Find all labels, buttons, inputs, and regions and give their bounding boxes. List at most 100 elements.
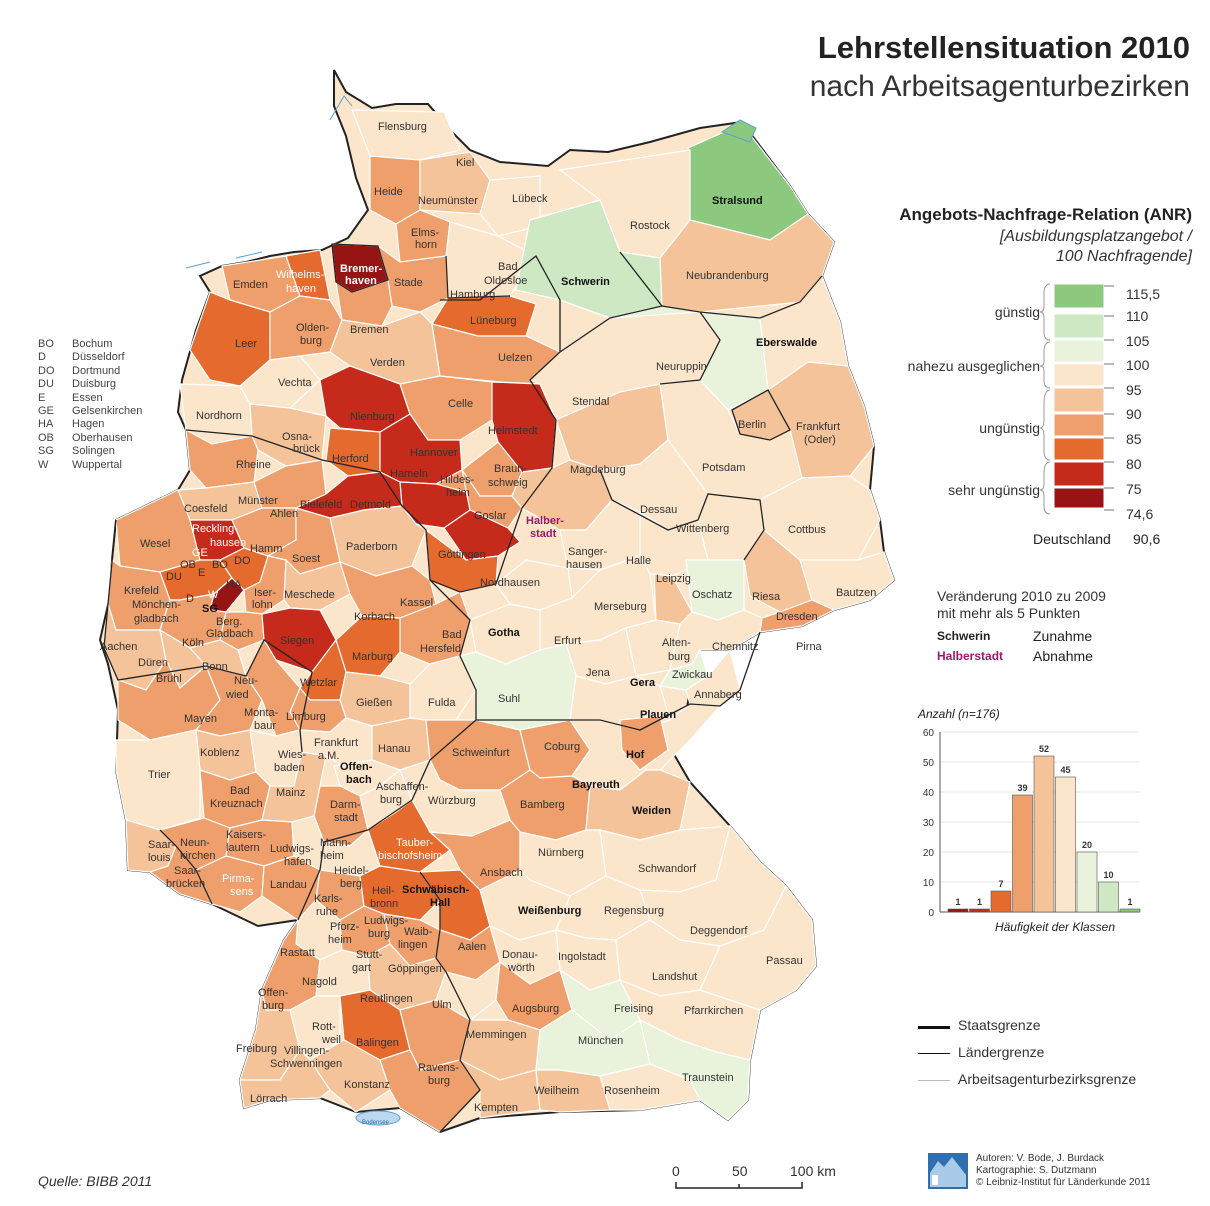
svg-text:Halber-: Halber- [526, 515, 564, 527]
staatsgrenze-line [918, 1026, 950, 1029]
svg-text:Hof: Hof [626, 749, 645, 761]
legend-subtitle-2: 100 Nachfragende] [1055, 248, 1192, 265]
legend-level-label: 90 [1126, 406, 1142, 422]
svg-text:Goslar: Goslar [474, 510, 507, 522]
svg-text:Lübeck: Lübeck [512, 193, 548, 205]
svg-text:burg: burg [380, 794, 402, 806]
svg-text:Braun-: Braun- [494, 463, 527, 475]
svg-text:Bad: Bad [442, 629, 462, 641]
svg-text:Celle: Celle [448, 398, 473, 410]
svg-text:Halle: Halle [626, 555, 651, 567]
change-title-line-2: mit mehr als 5 Punkten [937, 605, 1081, 621]
svg-text:Gladbach: Gladbach [206, 628, 253, 640]
svg-text:Verden: Verden [370, 357, 405, 369]
svg-text:(Oder): (Oder) [804, 434, 836, 446]
credits: Autoren: V. Bode, J. Burdack Kartographi… [976, 1153, 1151, 1189]
legend-level-label: 85 [1126, 431, 1142, 447]
svg-text:Heide: Heide [374, 186, 403, 198]
decrease-example: Halberstadt [937, 649, 1004, 663]
histogram-bar-label: 1 [1127, 897, 1132, 907]
histogram-ytick-label: 40 [923, 788, 935, 799]
svg-text:Sanger-: Sanger- [568, 546, 607, 558]
svg-text:Limburg: Limburg [286, 711, 326, 723]
histogram-bar [1098, 881, 1119, 913]
svg-text:Pirma-: Pirma- [222, 873, 255, 885]
svg-text:burg: burg [300, 335, 322, 347]
svg-text:Karls-: Karls- [314, 893, 343, 905]
svg-text:Paderborn: Paderborn [346, 541, 397, 553]
svg-text:ruhe: ruhe [316, 906, 338, 918]
svg-text:Osna-: Osna- [282, 431, 312, 443]
svg-text:Monta-: Monta- [244, 707, 279, 719]
histogram-bar-label: 45 [1060, 765, 1070, 775]
laender-borders [103, 243, 823, 1133]
svg-text:Bayreuth: Bayreuth [572, 779, 620, 791]
histogram-bar-label: 52 [1039, 744, 1049, 754]
svg-text:sens: sens [230, 886, 254, 898]
svg-text:SG: SG [202, 603, 218, 615]
svg-text:Bad: Bad [230, 785, 250, 797]
svg-text:Neu-: Neu- [234, 675, 258, 687]
histogram-bar-label: 1 [977, 897, 982, 907]
svg-text:Reutlingen: Reutlingen [360, 993, 413, 1005]
svg-text:Hamburg: Hamburg [450, 289, 495, 301]
svg-text:Ludwigs-: Ludwigs- [270, 843, 314, 855]
histogram-bar [947, 908, 969, 913]
svg-text:HA: HA [226, 579, 242, 591]
bodensee-lake [355, 1110, 401, 1126]
svg-text:burg: burg [262, 1000, 284, 1012]
svg-text:Leer: Leer [235, 338, 257, 350]
svg-text:gladbach: gladbach [134, 613, 179, 625]
svg-text:GE: GE [192, 547, 208, 559]
legend-level-label: 105 [1126, 333, 1150, 349]
credits-authors: Autoren: V. Bode, J. Burdack [976, 1153, 1105, 1164]
svg-text:stadt: stadt [334, 812, 358, 824]
svg-text:Göppingen: Göppingen [388, 963, 442, 975]
svg-text:bischofsheim: bischofsheim [378, 850, 442, 862]
svg-text:Plauen: Plauen [640, 709, 676, 721]
svg-text:Passau: Passau [766, 955, 803, 967]
svg-text:Düren: Düren [138, 657, 168, 669]
svg-text:schweig: schweig [488, 477, 528, 489]
svg-text:Kreuznach: Kreuznach [210, 798, 263, 810]
svg-text:Neubrandenburg: Neubrandenburg [686, 270, 769, 282]
svg-text:Coburg: Coburg [544, 741, 580, 753]
svg-text:baden: baden [274, 762, 305, 774]
svg-text:Balingen: Balingen [356, 1037, 399, 1049]
svg-text:Rostock: Rostock [630, 220, 670, 232]
histogram-ytick-label: 0 [928, 908, 934, 919]
svg-text:Bremer-: Bremer- [340, 263, 383, 275]
svg-text:louis: louis [148, 852, 171, 864]
svg-text:Landau: Landau [270, 879, 307, 891]
svg-text:Gera: Gera [630, 677, 656, 689]
svg-text:brück: brück [293, 443, 320, 455]
svg-text:50: 50 [732, 1163, 748, 1179]
svg-text:Kassel: Kassel [400, 597, 433, 609]
svg-text:Kempten: Kempten [474, 1102, 518, 1114]
svg-text:Weilheim: Weilheim [534, 1085, 579, 1097]
svg-text:Marburg: Marburg [352, 651, 393, 663]
svg-text:Saar-: Saar- [174, 865, 201, 877]
svg-text:brücken: brücken [166, 878, 205, 890]
svg-text:Bautzen: Bautzen [836, 587, 876, 599]
svg-text:Waib-: Waib- [404, 926, 433, 938]
svg-text:Stade: Stade [394, 277, 423, 289]
svg-text:Gotha: Gotha [488, 627, 521, 639]
svg-text:Neuruppin: Neuruppin [656, 361, 707, 373]
svg-text:Oschatz: Oschatz [692, 589, 732, 601]
svg-text:Wetzlar: Wetzlar [300, 677, 337, 689]
svg-text:Bielefeld: Bielefeld [300, 499, 342, 511]
legend-level-label: 115,5 [1126, 286, 1160, 302]
svg-text:Zwickau: Zwickau [672, 669, 712, 681]
svg-text:Kiel: Kiel [456, 157, 474, 169]
map-subtitle: nach Arbeitsagenturbezirken [809, 70, 1190, 103]
national-average-label: Deutschland [1033, 531, 1111, 547]
svg-text:Uelzen: Uelzen [498, 352, 532, 364]
histogram-title: Anzahl (n=176) [918, 707, 1000, 721]
svg-text:hausen: hausen [566, 559, 602, 571]
